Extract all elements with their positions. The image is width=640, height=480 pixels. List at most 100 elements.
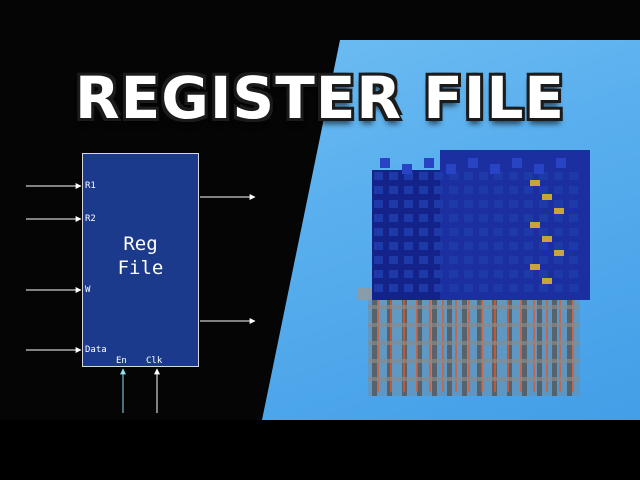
- stone-pillar: [552, 296, 557, 396]
- blue-block: [494, 172, 503, 180]
- blue-block: [524, 284, 533, 292]
- blue-block: [494, 214, 503, 222]
- top-block: [446, 164, 456, 174]
- blue-block: [464, 186, 473, 194]
- blue-block: [464, 228, 473, 236]
- blue-block: [404, 172, 413, 180]
- top-block: [534, 164, 544, 174]
- blue-block: [464, 242, 473, 250]
- blue-block: [434, 172, 443, 180]
- port-w-label: W: [85, 285, 91, 295]
- stone-row: [368, 323, 580, 327]
- blue-block: [404, 214, 413, 222]
- blue-block: [389, 228, 398, 236]
- blue-block: [434, 270, 443, 278]
- blue-block: [389, 242, 398, 250]
- blue-block: [554, 284, 563, 292]
- blue-block: [524, 186, 533, 194]
- blue-block: [569, 270, 578, 278]
- blue-block: [524, 256, 533, 264]
- blue-block: [404, 270, 413, 278]
- blue-block: [419, 256, 428, 264]
- blue-block: [554, 214, 563, 222]
- blue-block: [554, 228, 563, 236]
- blue-block: [479, 242, 488, 250]
- blue-block: [524, 242, 533, 250]
- blue-block: [509, 214, 518, 222]
- blue-block: [509, 256, 518, 264]
- blue-block: [449, 172, 458, 180]
- top-block: [512, 158, 522, 168]
- stone-pillar: [507, 296, 512, 396]
- blue-block: [494, 270, 503, 278]
- blue-block: [389, 256, 398, 264]
- blue-block: [554, 186, 563, 194]
- stone-row: [368, 341, 580, 345]
- blue-block: [464, 172, 473, 180]
- blue-block: [434, 186, 443, 194]
- blue-block: [374, 270, 383, 278]
- blue-block: [464, 284, 473, 292]
- blue-block: [569, 284, 578, 292]
- blue-block: [404, 200, 413, 208]
- blue-block: [509, 270, 518, 278]
- port-r2-label: R2: [85, 214, 96, 224]
- blue-block: [539, 186, 548, 194]
- voxel-structure: [358, 150, 590, 396]
- blue-block: [569, 228, 578, 236]
- gold-block: [530, 180, 540, 186]
- blue-block: [509, 242, 518, 250]
- blue-block: [569, 172, 578, 180]
- stone-row: [368, 359, 580, 363]
- blue-block: [554, 242, 563, 250]
- blue-block: [539, 284, 548, 292]
- blue-block: [539, 270, 548, 278]
- blue-block: [389, 284, 398, 292]
- stone-pillar: [477, 296, 482, 396]
- top-block: [490, 164, 500, 174]
- blue-block: [389, 200, 398, 208]
- blue-block: [539, 256, 548, 264]
- gold-block: [542, 194, 552, 200]
- blue-block: [494, 200, 503, 208]
- blue-block: [434, 214, 443, 222]
- blue-block: [569, 256, 578, 264]
- blue-block: [404, 242, 413, 250]
- stone-row: [368, 305, 580, 309]
- blue-block: [389, 172, 398, 180]
- blue-block: [374, 228, 383, 236]
- blue-block: [479, 186, 488, 194]
- blue-block: [524, 228, 533, 236]
- top-block: [402, 164, 412, 174]
- blue-block: [539, 200, 548, 208]
- blue-block: [419, 200, 428, 208]
- blue-block: [419, 270, 428, 278]
- blue-block: [434, 242, 443, 250]
- blue-block: [419, 284, 428, 292]
- blue-block: [479, 256, 488, 264]
- blue-block: [509, 200, 518, 208]
- stone-pillar: [462, 296, 467, 396]
- stone-pillar: [417, 296, 422, 396]
- blue-block: [494, 242, 503, 250]
- blue-block: [434, 284, 443, 292]
- blue-block: [464, 270, 473, 278]
- blue-block: [554, 172, 563, 180]
- blue-block: [554, 200, 563, 208]
- blue-block: [494, 186, 503, 194]
- blue-block: [374, 284, 383, 292]
- blue-block: [539, 228, 548, 236]
- blue-block: [374, 172, 383, 180]
- blue-block: [449, 228, 458, 236]
- blue-block: [389, 186, 398, 194]
- blue-block: [479, 214, 488, 222]
- blue-block: [479, 284, 488, 292]
- blue-block: [464, 214, 473, 222]
- top-block: [424, 158, 434, 168]
- blue-block: [434, 256, 443, 264]
- blue-block: [539, 242, 548, 250]
- blue-block: [389, 270, 398, 278]
- blue-block: [524, 200, 533, 208]
- top-block: [556, 158, 566, 168]
